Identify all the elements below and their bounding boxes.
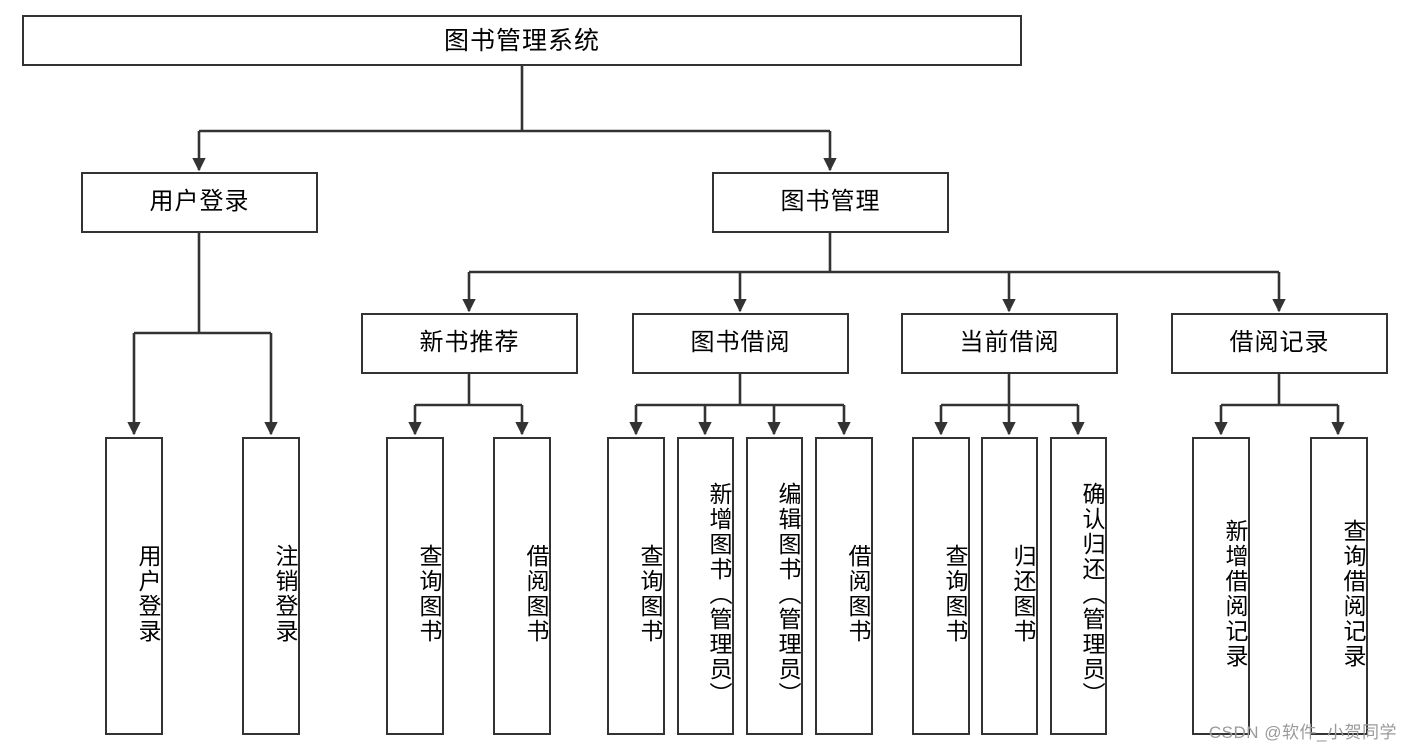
node-borrow-record[interactable]: 借阅记录	[1171, 313, 1388, 374]
leaf-node-user-logout[interactable]: 注销登录	[242, 437, 300, 735]
node-root-system[interactable]: 图书管理系统	[22, 15, 1022, 66]
node-label: 查询图书	[637, 544, 663, 644]
node-book-manage[interactable]: 图书管理	[712, 172, 949, 233]
node-label: 借阅记录	[1229, 329, 1330, 357]
leaf-node-borrow-edit-book-admin[interactable]: 编辑图书（管理员）	[746, 437, 803, 735]
leaf-node-borrow-add-book-admin[interactable]: 新增图书（管理员）	[677, 437, 734, 735]
leaf-node-current-confirm-return-admin[interactable]: 确认归还（管理员）	[1050, 437, 1107, 735]
node-user-login[interactable]: 用户登录	[81, 172, 318, 233]
node-label: 新增借阅记录	[1222, 519, 1248, 669]
leaf-node-recommend-borrow-book[interactable]: 借阅图书	[493, 437, 551, 735]
node-label: 查询借阅记录	[1340, 519, 1366, 669]
node-label: 查询图书	[416, 544, 442, 644]
node-label: 借阅图书	[845, 544, 871, 644]
leaf-node-current-query-book[interactable]: 查询图书	[912, 437, 970, 735]
leaf-node-record-add[interactable]: 新增借阅记录	[1192, 437, 1250, 735]
node-current-borrow[interactable]: 当前借阅	[901, 313, 1118, 374]
node-label: 图书管理	[780, 188, 881, 216]
node-label: 用户登录	[135, 544, 161, 644]
node-label: 新增图书（管理员）	[706, 481, 732, 707]
node-book-borrow[interactable]: 图书借阅	[632, 313, 849, 374]
leaf-node-borrow-lend-book[interactable]: 借阅图书	[815, 437, 873, 735]
node-label: 图书借阅	[690, 329, 791, 357]
node-label: 查询图书	[942, 544, 968, 644]
leaf-node-borrow-query-book[interactable]: 查询图书	[607, 437, 665, 735]
leaf-node-recommend-query-book[interactable]: 查询图书	[386, 437, 444, 735]
node-label: 图书管理系统	[443, 26, 600, 55]
node-label: 编辑图书（管理员）	[775, 481, 801, 707]
node-label: 新书推荐	[419, 329, 520, 357]
node-label: 确认归还（管理员）	[1079, 481, 1105, 707]
node-label: 当前借阅	[959, 329, 1060, 357]
node-label: 注销登录	[272, 544, 298, 644]
leaf-node-current-return-book[interactable]: 归还图书	[981, 437, 1038, 735]
leaf-node-user-login[interactable]: 用户登录	[105, 437, 163, 735]
node-label: 用户登录	[149, 188, 250, 216]
node-new-book-recommend[interactable]: 新书推荐	[361, 313, 578, 374]
leaf-node-record-query[interactable]: 查询借阅记录	[1310, 437, 1368, 735]
node-label: 归还图书	[1010, 544, 1036, 644]
node-label: 借阅图书	[523, 544, 549, 644]
csdn-watermark: CSDN @软件_小贺同学	[1208, 723, 1397, 742]
